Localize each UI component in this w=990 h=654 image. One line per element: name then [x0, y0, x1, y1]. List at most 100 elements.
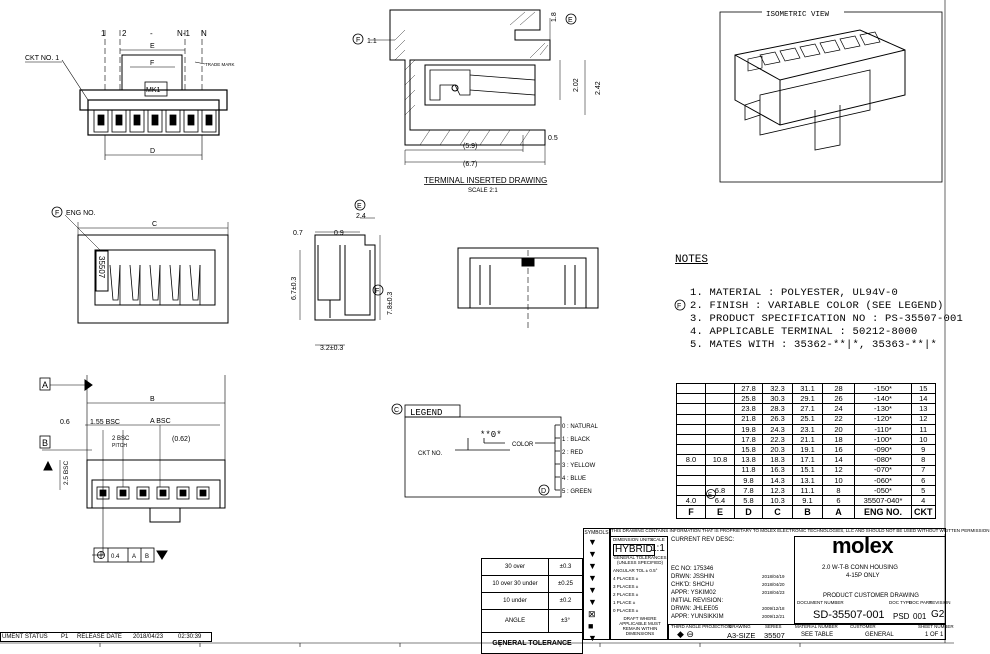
ckt-table-cell: 20	[822, 423, 855, 435]
release-date-label: RELEASE DATE	[77, 634, 122, 640]
ckt-table-cell: -110*	[854, 423, 912, 435]
dim-0-6: 0.6	[60, 419, 70, 426]
material-label: MATERIAL NUMBER	[795, 624, 838, 629]
doc-type-code: PSD	[893, 612, 910, 621]
chkd-date: 2018/04/20	[762, 582, 785, 587]
side-view	[299, 217, 381, 346]
part-text: 35507	[97, 256, 106, 279]
ckt-table-cell: 5.8	[734, 495, 763, 507]
dim-2-4: 2.4	[356, 213, 366, 220]
ckt-table-cell: 12	[911, 413, 936, 425]
legend-ckt-no: CKT NO.	[418, 451, 443, 457]
ckt-table-cell: 10	[911, 433, 936, 446]
pin-label-dash: -	[150, 29, 153, 38]
doc-type-label-full: PRODUCT CUSTOMER DRAWING	[823, 593, 919, 599]
status-bar	[0, 632, 212, 642]
terminal-view	[370, 9, 586, 165]
ckt-table-cell: 26	[822, 393, 855, 405]
places-1: 1 PLACE ±	[613, 600, 636, 605]
places-2: 2 PLACES ±	[613, 592, 639, 597]
dim-0-62: (0.62)	[172, 436, 190, 443]
drawing-label: DRAWING	[729, 624, 751, 629]
terminal-scale: SCALE 2:1	[468, 188, 498, 194]
appr-date: 2018/04/23	[762, 590, 785, 595]
symbol-glyphs: ▼▼▼▼▼▼⊠■▼	[588, 537, 597, 643]
ckt-table-cell: -130*	[854, 403, 912, 415]
ckt-table-cell	[705, 382, 735, 395]
ckt-table-header-cell: CKT	[911, 505, 936, 520]
ckt-table-cell: 6	[822, 495, 855, 507]
dim-2-42: 2.42	[595, 81, 602, 95]
dim-3-2: 3.2±0.3	[320, 345, 343, 352]
customer-value: GENERAL	[865, 632, 894, 638]
ckt-table-cell	[676, 464, 706, 476]
isometric-title: ISOMETRIC VIEW	[766, 11, 830, 19]
dim-c-front: C	[152, 221, 157, 228]
ckt-table-cell: 25.1	[792, 413, 823, 425]
legend-color-2: 2 : RED	[562, 450, 584, 456]
ckt-table-cell: 13.8	[734, 454, 763, 466]
ckt-table-cell: 15.1	[792, 464, 823, 476]
ckt-table-cell: 11.1	[792, 484, 823, 497]
isometric-view	[719, 11, 943, 183]
general-tolerance-label: GENERAL TOLERANCE	[481, 632, 583, 654]
ckt-table-cell	[676, 382, 706, 395]
drwn: DRWN: JSSHIN	[671, 574, 715, 580]
ckt-table-cell: 6.8	[705, 484, 735, 497]
legend	[404, 404, 562, 498]
ckt-table-cell: -080*	[854, 454, 912, 466]
ckt-table-cell	[705, 433, 735, 446]
ckt-table-cell: -150*	[854, 382, 912, 395]
size-value: A3-SIZE	[727, 631, 756, 640]
ckt-table-cell: 10	[822, 474, 855, 486]
side-f-mark: F	[375, 288, 379, 295]
ckt-table-cell	[676, 393, 706, 405]
sheet-value: 1 OF 1	[925, 632, 944, 638]
ckt-table-cell: 4	[911, 495, 936, 507]
tolerance-table: 30 over±0.3 10 over 30 under±0.25 10 und…	[481, 558, 583, 654]
dim-e-top: E	[150, 43, 155, 50]
ckt-table-cell: 35507-040*	[854, 495, 912, 507]
dim-6-7-side: 6.7±0.3	[291, 277, 298, 300]
legend-title: LEGEND	[410, 408, 442, 418]
proprietary-banner: THIS DRAWING CONTAINS INFORMATION THAT I…	[611, 528, 990, 534]
ckt-table-cell: 9.8	[734, 474, 763, 486]
ckt-table-cell: 16	[822, 444, 855, 456]
scale-label: SCALE	[650, 537, 665, 542]
legend-color: COLOR	[512, 442, 534, 448]
ckt-table-cell: 28	[822, 382, 855, 395]
material-value: SEE TABLE	[801, 632, 834, 638]
ckt-table-cell: 25.8	[734, 393, 763, 405]
doc-number-label: DOCUMENT NUMBER	[797, 600, 844, 605]
units-value: HYBRID	[613, 544, 655, 556]
ckt-table-cell: 8	[822, 484, 855, 497]
ckt-table-cell: 24	[822, 403, 855, 415]
ckt-table-cell: -140*	[854, 393, 912, 405]
angular-tol: ANGULAR TOL ± 0.5°	[613, 568, 658, 573]
ckt-table-cell: 29.1	[792, 393, 823, 405]
description-box	[794, 536, 946, 624]
ckt-table-cell: -090*	[854, 444, 912, 456]
symbols-column: SYMBOLS ▼▼▼▼▼▼⊠■▼	[583, 528, 610, 643]
appr2-date: 2009/12/21	[762, 614, 785, 619]
dim-1-8: 1.8	[551, 12, 558, 22]
bottom-view	[42, 375, 226, 563]
ckt-table-cell: 17.8	[734, 433, 763, 446]
dim-1-1: 1.1	[367, 38, 377, 45]
tol-row-1-label: 30 over	[481, 558, 549, 576]
dim-pitch: PITCH	[112, 443, 127, 449]
places-4: 4 PLACES ±	[613, 576, 639, 581]
ckt-table-cell	[705, 474, 735, 486]
ckt-table-cell: 23.1	[792, 423, 823, 435]
ckt-table-cell	[705, 393, 735, 405]
note-2: 2. FINISH : VARIABLE COLOR (SEE LEGEND)	[690, 300, 944, 312]
projection-symbol: ◆ ⊖	[677, 629, 694, 639]
dim-2-bsc: 2 BSC	[112, 436, 130, 442]
ckt-table-cell: 17.1	[792, 454, 823, 466]
ckt-table-cell: 31.1	[792, 382, 823, 395]
legend-color-0: 0 : NATURAL	[562, 424, 599, 430]
series-value: 35507	[764, 631, 785, 640]
